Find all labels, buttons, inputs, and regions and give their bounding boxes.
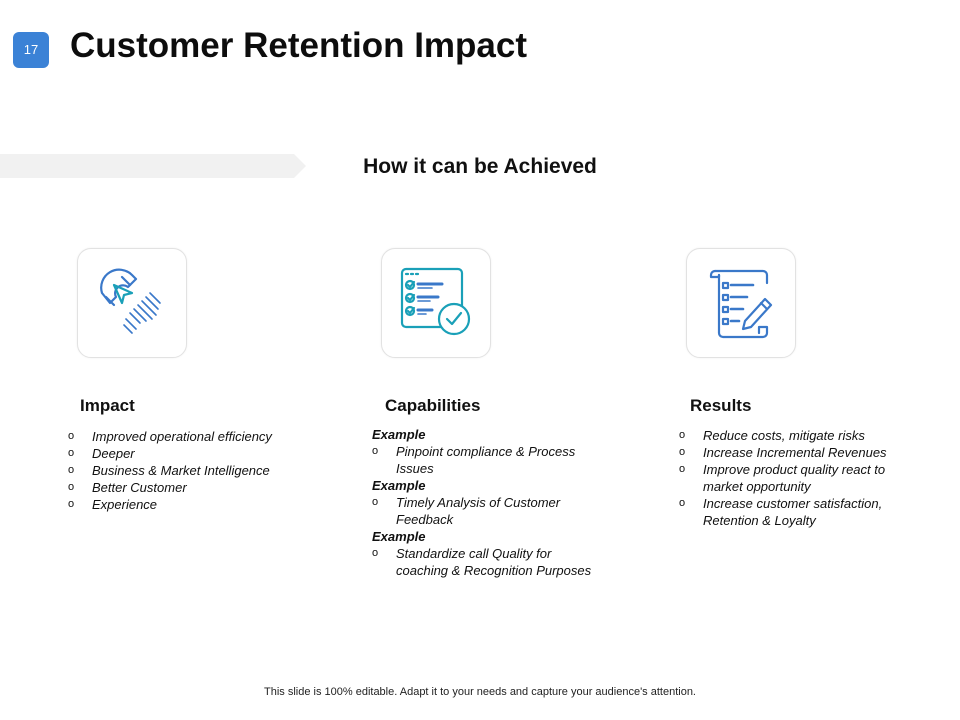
slide-number-badge: 17	[13, 32, 49, 68]
list-item-text-continued: Issues	[396, 461, 434, 476]
list-item-text: Pinpoint compliance & Process	[396, 444, 576, 459]
list-item-text: Business & Market Intelligence	[92, 463, 270, 478]
bullet-marker: o	[372, 547, 379, 559]
magnet-icon	[100, 268, 161, 334]
list-item-text: Improve product quality react to	[703, 462, 886, 477]
list-item: o Increase Incremental Revenues	[679, 444, 929, 461]
list-item-text: Reduce costs, mitigate risks	[703, 428, 865, 443]
example-label: Example	[372, 529, 426, 544]
checklist-approved-icon	[400, 267, 471, 336]
bullet-marker: o	[679, 497, 686, 509]
list-item-text-continued: Retention & Loyalty	[703, 513, 816, 528]
bullet-marker: o	[68, 447, 75, 459]
bullet-marker: o	[68, 481, 75, 493]
list-item-text: Timely Analysis of Customer	[396, 495, 561, 510]
bullet-marker: o	[679, 446, 686, 458]
list-item: o Better Customer	[68, 479, 338, 496]
list-item: o Improve product quality react to market …	[679, 461, 929, 495]
bullet-marker: o	[68, 498, 75, 510]
list-item-text: Experience	[92, 497, 158, 512]
example-label: Example	[372, 427, 426, 442]
list-item: o Increase customer satisfaction, Retentio…	[679, 495, 929, 529]
list-item: o Reduce costs, mitigate risks	[679, 427, 929, 444]
list-item-text: Improved operational efficiency	[92, 429, 272, 444]
bullet-marker: o	[679, 463, 686, 475]
decorative-arrow-band	[0, 154, 306, 178]
list-item-text-continued: market opportunity	[703, 479, 811, 494]
impact-icon-tile	[77, 248, 187, 358]
results-heading: Results	[690, 396, 752, 415]
bullet-marker: o	[68, 464, 75, 476]
document-checklist-pen-icon	[709, 269, 773, 339]
results-icon-tile	[686, 248, 796, 358]
example-label: Example	[372, 478, 426, 493]
footer-note: This slide is 100% editable. Adapt it to…	[264, 686, 696, 698]
list-item-text: Standardize call Quality for	[396, 546, 552, 561]
list-item: o Improved operational efficiency	[68, 428, 338, 445]
section-subtitle: How it can be Achieved	[363, 155, 597, 178]
list-item-text: Deeper	[92, 446, 135, 461]
bullet-marker: o	[68, 430, 75, 442]
bullet-marker: o	[679, 429, 686, 441]
list-item: o Business & Market Intelligence	[68, 462, 338, 479]
list-item-text: Better Customer	[92, 480, 187, 495]
impact-heading: Impact	[80, 396, 135, 415]
list-item-text-continued: Feedback	[396, 512, 454, 527]
page-title: Customer Retention Impact	[70, 26, 527, 65]
bullet-marker: o	[372, 445, 379, 457]
list-item-text: Increase Incremental Revenues	[703, 445, 887, 460]
capabilities-heading: Capabilities	[385, 396, 481, 415]
list-item: o Deeper	[68, 445, 338, 462]
list-item: o Standardize call Quality for coaching & …	[372, 545, 632, 579]
list-item: o Experience	[68, 496, 338, 513]
list-item-text: Increase customer satisfaction,	[703, 496, 883, 511]
bullet-marker: o	[372, 496, 379, 508]
list-item-text-continued: coaching & Recognition Purposes	[396, 563, 592, 578]
capabilities-icon-tile	[381, 248, 491, 358]
